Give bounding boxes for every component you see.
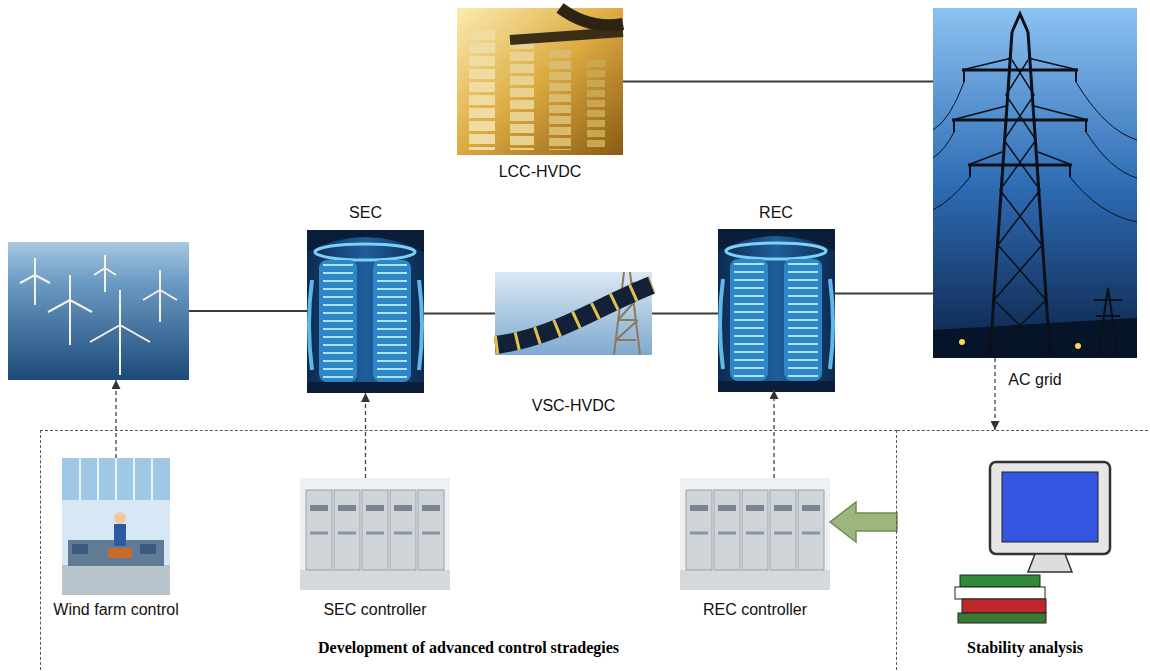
- controller-cabinet-photo-part: [300, 478, 450, 590]
- lcc-valve-hall-photo-part: [510, 32, 623, 40]
- lcc-valve-hall-photo-part: [560, 8, 623, 25]
- region-title: Stability analysis: [967, 639, 1083, 657]
- computer-icon-part: [990, 462, 1110, 554]
- computer-icon-part: [958, 613, 1046, 623]
- wind-farm-photo-part: [8, 242, 189, 380]
- photo-caption: SEC controller: [323, 601, 426, 619]
- wind-farm-photo: [8, 242, 189, 380]
- wind-farm-photo-part-part: [48, 275, 92, 345]
- wind-farm-photo-part-part: [94, 255, 116, 292]
- cable-photo-part: [495, 285, 652, 345]
- controller-cabinet-photo: [300, 478, 830, 590]
- feedback-arrow: [830, 502, 897, 542]
- cable-photo-part: [495, 285, 652, 345]
- transmission-tower-photo: [933, 8, 1137, 358]
- control-room-photo-part: [140, 544, 156, 554]
- transmission-tower-photo-part: [933, 14, 1137, 356]
- photo-caption: LCC-HVDC: [499, 163, 582, 181]
- power-line: [189, 310, 307, 312]
- grid-photo: AC grid: [933, 8, 1137, 358]
- computer-icon: [955, 462, 1110, 623]
- power-line: [834, 293, 933, 295]
- transmission-tower-photo-part-part: [933, 82, 1137, 222]
- photo-caption: VSC-HVDC: [532, 397, 616, 415]
- transmission-tower-photo-part-part: [954, 70, 1086, 177]
- control-arrow: [365, 393, 366, 478]
- photo-caption: REC: [759, 204, 793, 222]
- power-line: [424, 313, 495, 315]
- lcc-valve-hall-photo-part: [457, 8, 623, 155]
- converter-photo: REC: [718, 229, 834, 390]
- region-title: Development of advanced control stradegi…: [318, 639, 619, 657]
- wind-farm-photo-part-part: [20, 258, 50, 305]
- power-line: [652, 313, 718, 315]
- wind-farm-photo: [8, 242, 189, 380]
- photo-caption: AC grid: [1008, 371, 1061, 389]
- transmission-tower-photo-part-part: [990, 60, 1050, 355]
- lcc-valve-hall-photo-part: [510, 40, 534, 150]
- cable-photo: [495, 272, 652, 355]
- transmission-tower-photo-part: [959, 339, 965, 345]
- converter-valve-photo-part: [307, 230, 424, 393]
- analysis-region: Stability analysis: [897, 430, 1150, 671]
- computer-icon-part: [962, 599, 1046, 613]
- control-room-photo-part: [108, 548, 132, 558]
- control-room-photo-part: [72, 544, 88, 554]
- wind-farm-photo-part: [20, 255, 177, 375]
- controller-photo: REC controller: [680, 478, 830, 590]
- converter-valve-photo-part: [718, 229, 835, 392]
- transmission-tower-photo-part-part: [1094, 288, 1122, 356]
- computer-icon-part: [955, 587, 1045, 599]
- transmission-tower-photo-part-part: [952, 70, 1088, 165]
- lcc-valve-hall-photo-part: [549, 50, 571, 150]
- lcc-valve-hall-photo-part: [587, 60, 605, 150]
- controller-cabinet-photo-part: [680, 478, 830, 590]
- control-arrow: [773, 390, 774, 478]
- wind-farm-photo-part-part: [90, 290, 150, 375]
- photo-caption: Wind farm control: [53, 601, 178, 619]
- transmission-tower-photo-part: [1075, 343, 1081, 349]
- lcc-valve-hall-photo-part: [469, 30, 495, 150]
- photo-caption: SEC: [349, 204, 382, 222]
- control-room-photo-part: [62, 458, 170, 595]
- control-room-photo-part: [114, 524, 126, 546]
- control-room-photo-part: [62, 458, 170, 500]
- control-arrow: [115, 380, 116, 458]
- converter-photo: SEC: [307, 230, 424, 393]
- transmission-tower-photo-part: [933, 318, 1137, 358]
- control-region: Development of advanced control stradegi…: [40, 430, 897, 671]
- control-room-photo: [62, 458, 170, 595]
- lcc-valve-hall-photo: [457, 8, 623, 155]
- controller-photo: SEC controller: [300, 478, 450, 590]
- control-room-photo-part: [114, 512, 126, 524]
- cable-photo: VSC-HVDC: [495, 272, 652, 355]
- control-room-photo-part: [80, 458, 152, 500]
- transmission-tower-photo-part: [933, 8, 1137, 358]
- transmission-tower-photo-part-part: [952, 58, 1088, 165]
- computer-icon-part: [960, 575, 1040, 587]
- photo-caption: REC controller: [703, 601, 807, 619]
- cable-photo-part: [495, 272, 652, 355]
- converter-valve-photo: [307, 229, 835, 393]
- computer-icon-part: [1028, 554, 1072, 572]
- control-room-photo-part: [62, 565, 170, 595]
- wind-farm-photo-part-part: [143, 270, 177, 322]
- power-line: [623, 81, 933, 83]
- control-arrow: [994, 358, 995, 430]
- control-room-photo: Wind farm control: [62, 458, 170, 595]
- transmission-tower-photo-part-part: [990, 14, 1050, 355]
- computer-icon-part: [1002, 472, 1098, 542]
- lcc-photo: LCC-HVDC: [457, 8, 623, 155]
